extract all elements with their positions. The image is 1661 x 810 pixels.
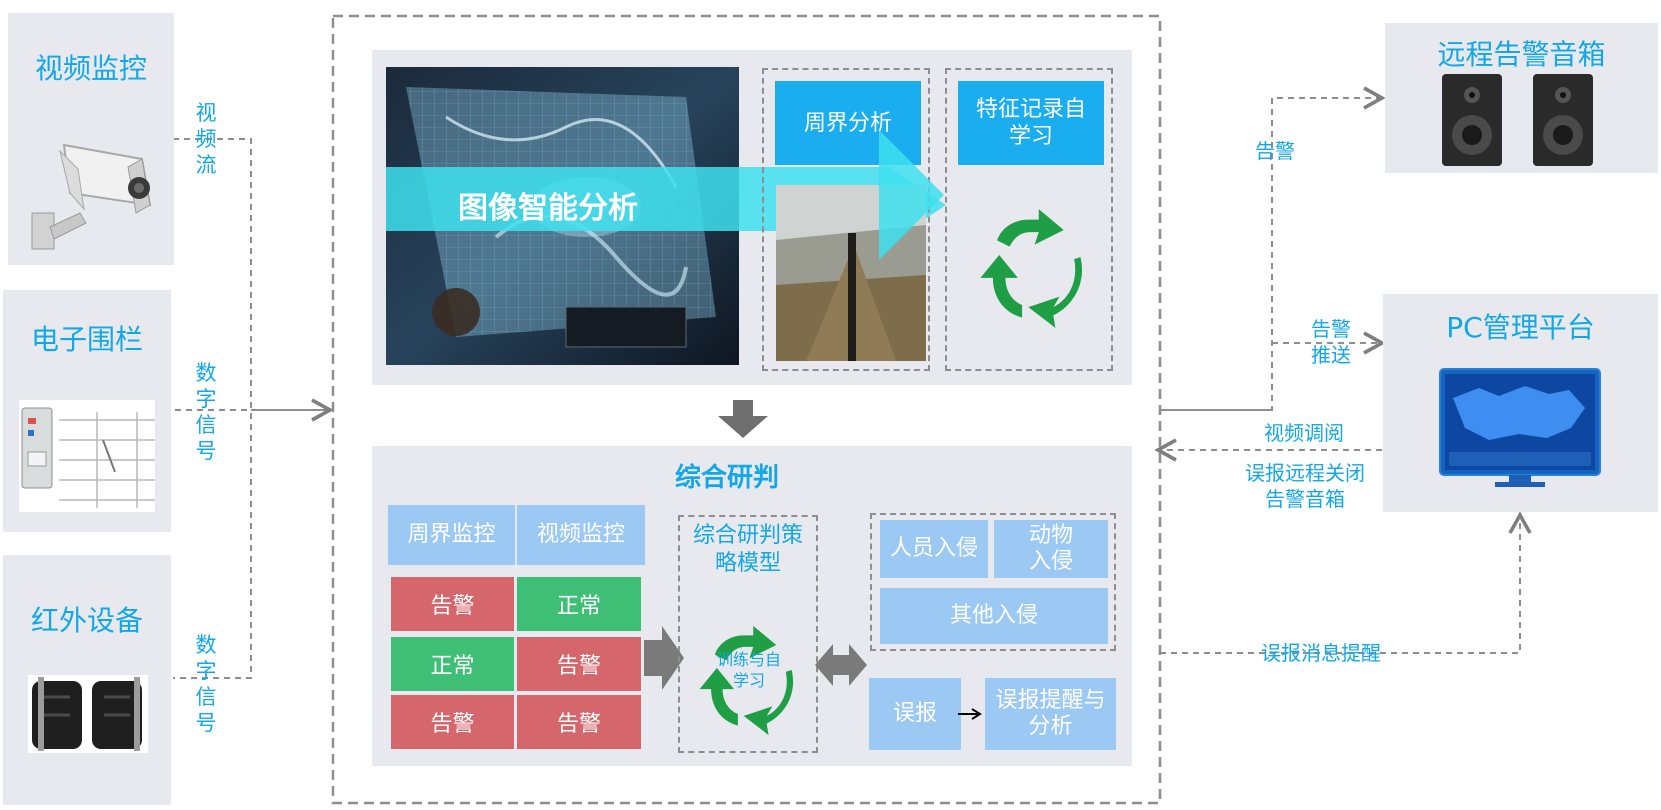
electric-fence-icon <box>19 400 155 512</box>
edge-label-false-msg: 误报消息提醒 <box>1246 640 1396 666</box>
edge-label-video-review: 视频调阅 <box>1244 420 1364 446</box>
false-alarm-arrow <box>958 707 986 721</box>
device-video-title: 视频监控 <box>8 47 174 87</box>
device-video-panel: 视频监控 <box>8 13 174 265</box>
grid-cell-r2c2: 告警 <box>517 637 641 691</box>
false-alarm-analysis-box: 误报提醒与分析 <box>985 678 1116 750</box>
false-alarm-box: 误报 <box>869 678 961 750</box>
speaker-title: 远程告警音箱 <box>1385 33 1658 73</box>
device-fence-title: 电子围栏 <box>3 318 171 358</box>
training-label: 训练与自学习 <box>715 649 783 691</box>
grid-cell-r1c1: 告警 <box>391 577 514 631</box>
strategy-model-title: 综合研判策略模型 <box>682 522 814 578</box>
double-arrow-icon <box>815 640 867 690</box>
pc-platform-title: PC管理平台 <box>1383 306 1658 346</box>
grid-cell-r2c1: 正常 <box>391 637 514 691</box>
edge-label-fence-signal: 数字信号 <box>193 360 219 464</box>
recycle-icon <box>970 205 1095 330</box>
col-video-header: 视频监控 <box>517 505 645 565</box>
edge-label-video-stream: 视频流 <box>193 100 219 178</box>
col-perimeter-header: 周界监控 <box>388 505 515 565</box>
perimeter-arrow-tip <box>879 130 949 260</box>
grid-cell-r3c2: 告警 <box>517 695 641 749</box>
edge-label-alarm: 告警 <box>1240 138 1310 164</box>
edge-label-remote-close: 误报远程关闭告警音箱 <box>1240 460 1370 512</box>
edge-label-infrared-signal: 数字信号 <box>193 632 219 736</box>
device-infrared-title: 红外设备 <box>3 599 171 639</box>
judgment-title: 综合研判 <box>372 457 1082 494</box>
edge-label-alarm-push: 告警推送 <box>1305 316 1357 368</box>
speaker-left-icon <box>1441 73 1503 167</box>
pc-platform-panel: PC管理平台 <box>1383 294 1658 512</box>
down-arrow-icon <box>716 400 770 440</box>
device-fence-panel: 电子围栏 <box>3 290 171 532</box>
monitor-map-icon <box>1439 368 1601 488</box>
grid-cell-r3c1: 告警 <box>391 695 514 749</box>
security-camera-icon <box>24 131 156 253</box>
feature-record-box: 特征记录自学习 <box>958 81 1104 165</box>
device-infrared-panel: 红外设备 <box>3 555 171 805</box>
grid-cell-r1c2: 正常 <box>517 577 641 631</box>
analysis-banner-label: 图像智能分析 <box>458 183 638 227</box>
speaker-panel: 远程告警音箱 <box>1385 23 1658 173</box>
infrared-beam-icon <box>28 675 148 753</box>
animal-intrusion-box: 动物入侵 <box>994 520 1108 578</box>
speaker-right-icon <box>1532 73 1594 167</box>
other-intrusion-box: 其他入侵 <box>880 588 1108 644</box>
person-intrusion-box: 人员入侵 <box>880 520 988 578</box>
